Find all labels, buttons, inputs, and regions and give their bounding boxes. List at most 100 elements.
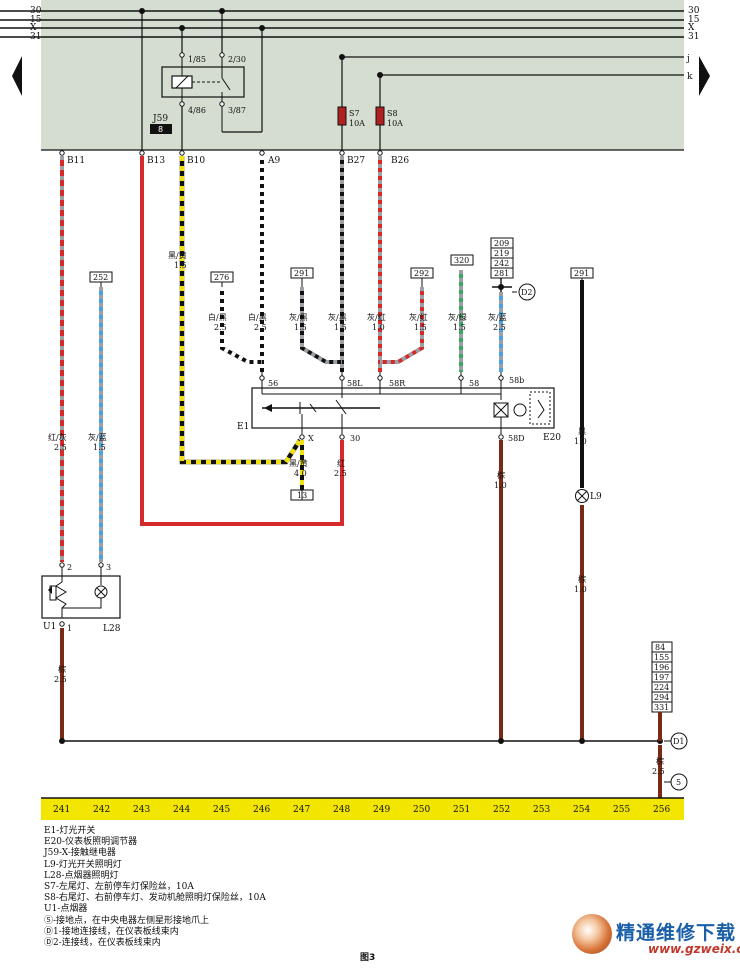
switch-pin-58: 58 bbox=[469, 379, 479, 388]
legend-item: J59-X-接触继电器 bbox=[44, 848, 116, 859]
watermark-url[interactable]: www.gzweix.com bbox=[648, 942, 740, 956]
wire-291 bbox=[300, 287, 342, 364]
svg-text:2.5: 2.5 bbox=[334, 469, 347, 478]
svg-text:红/灰: 红/灰 bbox=[48, 432, 67, 442]
connector-a9: A9 bbox=[267, 156, 280, 166]
svg-text:灰/蓝: 灰/蓝 bbox=[488, 312, 507, 322]
column-number-bar bbox=[41, 798, 684, 820]
relay-slot-number: 8 bbox=[158, 125, 163, 134]
bus-label-15-left: 15 bbox=[30, 15, 42, 25]
circle-d1 bbox=[670, 732, 688, 750]
svg-text:1.5: 1.5 bbox=[453, 323, 466, 332]
legend-item: S8-右尾灯、右前停车灯、发动机舱照明灯保险丝，10A bbox=[44, 893, 266, 904]
circle-d1-label: D1 bbox=[673, 737, 685, 746]
svg-text:灰/黑: 灰/黑 bbox=[328, 312, 347, 322]
switch-pin-30: 30 bbox=[350, 434, 360, 443]
ref-stack-bottom-1: 84 bbox=[655, 643, 665, 652]
column-numbers: 241 242 243 244 245 246 247 248 249 250 … bbox=[53, 805, 670, 815]
svg-text:256: 256 bbox=[653, 805, 670, 815]
svg-text:250: 250 bbox=[413, 805, 430, 815]
connector-b11: B11 bbox=[67, 156, 85, 166]
ref-stack-bottom-6: 294 bbox=[654, 693, 669, 702]
svg-text:棕: 棕 bbox=[656, 756, 664, 766]
legend-item: S7-左尾灯、左前停车灯保险丝，10A bbox=[44, 882, 194, 893]
svg-text:2.5: 2.5 bbox=[214, 323, 227, 332]
svg-text:243: 243 bbox=[133, 805, 150, 815]
prev-page-arrow-icon[interactable] bbox=[12, 56, 22, 96]
svg-text:1.5: 1.5 bbox=[294, 323, 307, 332]
ref-stack-top-1: 209 bbox=[494, 239, 509, 248]
switch-pin-56: 56 bbox=[268, 379, 278, 388]
switch-pin-58b: 58b bbox=[509, 376, 524, 385]
svg-text:2.5: 2.5 bbox=[652, 767, 665, 776]
connector-b26: B26 bbox=[391, 156, 409, 166]
svg-text:2.5: 2.5 bbox=[493, 323, 506, 332]
svg-text:245: 245 bbox=[213, 805, 230, 815]
wire-292 bbox=[380, 287, 424, 364]
circle-d2-label: D2 bbox=[521, 288, 533, 297]
bus-label-31-right: 31 bbox=[688, 32, 699, 42]
fuse-s7-rating: 10A bbox=[349, 119, 365, 128]
ref-276: 276 bbox=[214, 273, 229, 282]
light-switch-e1 bbox=[251, 372, 555, 434]
fuse-s8-rating: 10A bbox=[387, 119, 403, 128]
circle-ground-5-label: 5 bbox=[676, 778, 681, 787]
ref-291-b: 291 bbox=[574, 269, 589, 278]
wire-276 bbox=[220, 287, 262, 364]
circle-d2 bbox=[518, 283, 536, 301]
svg-text:246: 246 bbox=[253, 805, 270, 815]
ref-stack-bottom-7: 331 bbox=[654, 703, 669, 712]
ref-stack-top bbox=[490, 237, 514, 279]
svg-text:1.0: 1.0 bbox=[574, 585, 587, 594]
connector-b10: B10 bbox=[187, 156, 205, 166]
u1-pin-2: 2 bbox=[67, 563, 72, 572]
svg-text:1.0: 1.0 bbox=[574, 437, 587, 446]
svg-text:黑: 黑 bbox=[578, 427, 586, 436]
legend-item: E20-仪表板照明调节器 bbox=[44, 837, 138, 848]
relay-pin-1-85: 1/85 bbox=[188, 55, 206, 64]
dimmer-e20-name: E20 bbox=[543, 433, 561, 443]
ref-stack-top-2: 219 bbox=[494, 249, 509, 258]
u1-pin-3: 3 bbox=[106, 563, 111, 572]
svg-text:黑/黄: 黑/黄 bbox=[289, 458, 308, 468]
next-page-arrow-icon[interactable] bbox=[699, 56, 710, 96]
relay-pin-3-87: 3/87 bbox=[228, 106, 246, 115]
fuse-s8 bbox=[375, 106, 385, 126]
svg-text:1.0: 1.0 bbox=[372, 323, 385, 332]
svg-text:1.5: 1.5 bbox=[414, 323, 427, 332]
svg-text:棕: 棕 bbox=[578, 574, 586, 584]
ref-291-a: 291 bbox=[294, 269, 309, 278]
ref-stack-bottom bbox=[651, 641, 673, 713]
bus-label-30-right: 30 bbox=[688, 6, 700, 16]
legend-item: Ⓓ1-接地连接线，在仪表板线束内 bbox=[44, 926, 179, 937]
component-legend: E1-灯光开关 E20-仪表板照明调节器 J59-X-接触继电器 L9-灯光开关… bbox=[44, 826, 266, 949]
ref-252: 252 bbox=[93, 273, 108, 282]
watermark-logo: 精通维修下载 www.gzweix.com bbox=[568, 912, 740, 964]
legend-item: ⑤-接地点，在中央电器左侧星形接地爪上 bbox=[44, 915, 210, 926]
cigarette-lighter-u1 bbox=[41, 566, 121, 619]
line-label-j: j bbox=[686, 54, 690, 64]
watermark-text: 精通维修下载 bbox=[616, 922, 737, 944]
svg-text:251: 251 bbox=[453, 805, 470, 815]
relay-pin-2-30: 2/30 bbox=[228, 55, 246, 64]
svg-text:黑/黄: 黑/黄 bbox=[168, 250, 187, 260]
svg-text:白/黑: 白/黑 bbox=[248, 312, 267, 322]
svg-text:白/黑: 白/黑 bbox=[208, 312, 227, 322]
wire-labels: 黑/黄 1.5 白/黑 2.5 白/黑 2.5 灰/黑 1.5 灰/黑 1.5 … bbox=[48, 250, 665, 776]
bus-label-x-right: X bbox=[688, 23, 695, 33]
svg-text:2.5: 2.5 bbox=[54, 675, 67, 684]
svg-text:棕: 棕 bbox=[497, 470, 505, 480]
ref-stack-bottom-2: 155 bbox=[654, 653, 669, 662]
connector-b27: B27 bbox=[347, 156, 365, 166]
ref-stack-top-4: 281 bbox=[494, 269, 509, 278]
connector-b13: B13 bbox=[147, 156, 165, 166]
svg-text:255: 255 bbox=[613, 805, 630, 815]
ref-stack-bottom-5: 224 bbox=[654, 683, 669, 692]
relay-pin-4-86: 4/86 bbox=[188, 106, 206, 115]
svg-text:249: 249 bbox=[373, 805, 390, 815]
component-l9-label: L9 bbox=[590, 492, 602, 502]
ref-stack-bottom-4: 197 bbox=[654, 673, 669, 682]
legend-item: Ⓓ2-连接线，在仪表板线束内 bbox=[44, 938, 161, 949]
switch-pin-58r: 58R bbox=[389, 379, 406, 388]
